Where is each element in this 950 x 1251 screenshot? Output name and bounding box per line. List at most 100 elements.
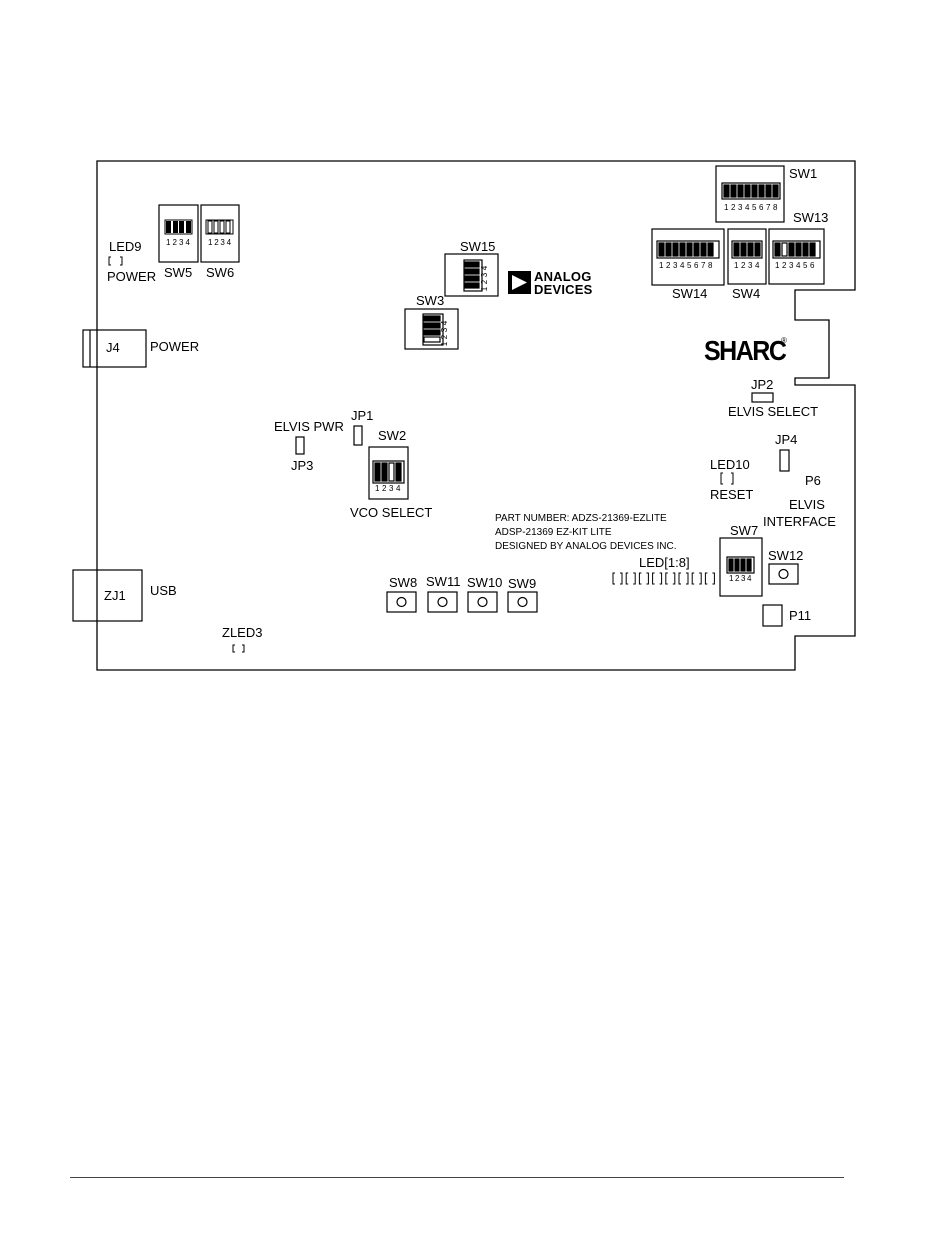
sw15-label: SW15	[460, 239, 496, 254]
jp2-label: JP2	[751, 377, 774, 392]
dip-position-number: 7	[701, 261, 706, 270]
dip-position-number: 1	[734, 261, 739, 270]
led-bank-indicators	[612, 572, 715, 585]
led10-indicator	[720, 472, 734, 485]
reset-label: RESET	[710, 487, 754, 502]
dip-position-number: 1	[375, 484, 380, 493]
sw4-label: SW4	[732, 286, 761, 301]
zled3-label: ZLED3	[222, 625, 263, 640]
designed-by-line: DESIGNED BY ANALOG DEVICES INC.	[495, 541, 677, 552]
p6-label: P6	[805, 473, 821, 488]
dip-position-number: 1	[775, 261, 780, 270]
sw11-push-button	[427, 591, 458, 613]
sw10-push-button	[467, 591, 498, 613]
dip-position-number: 8	[708, 261, 713, 270]
dip-position-number: 4	[796, 261, 801, 270]
dip-position-number: 2	[172, 238, 177, 247]
sw12-label: SW12	[768, 548, 804, 563]
dip-position-number: 4	[185, 238, 190, 247]
sw2-dip-switch	[368, 446, 409, 500]
dip-position-number: 8	[773, 203, 778, 212]
devices-word: DEVICES	[534, 282, 593, 297]
analog-devices-logo-mark	[508, 271, 531, 294]
led-bank-led	[638, 572, 649, 585]
sw6-label: SW6	[206, 265, 235, 280]
sw9-push-button	[507, 591, 538, 613]
elvis-select-label: ELVIS SELECT	[728, 404, 819, 419]
dip-position-number: 2	[735, 574, 740, 583]
jp2-jumper	[751, 392, 774, 403]
sw2-label: SW2	[378, 428, 407, 443]
dip-position-number: 2	[480, 279, 490, 285]
dip-position-number: 1	[208, 238, 213, 247]
dip-position-number: 3	[738, 203, 743, 212]
zj1-usb-connector	[72, 569, 143, 622]
j4-power-jack	[82, 329, 147, 368]
dip-position-number: 6	[810, 261, 815, 270]
led-bank-led	[612, 572, 623, 585]
dip-position-number: 7	[766, 203, 771, 212]
sw5-dip-switch	[158, 204, 199, 263]
led-bank-label: LED[1:8]	[639, 555, 690, 570]
sw3-label: SW3	[416, 293, 445, 308]
analog-word: ANALOG	[534, 269, 592, 284]
dip-position-number: 5	[687, 261, 692, 270]
registered-mark: ®	[781, 336, 787, 345]
part-number-line: PART NUMBER: ADZS-21369-EZLITE	[495, 513, 667, 524]
sw13-dip-switch	[768, 228, 825, 285]
sw4-dip-switch	[727, 228, 767, 285]
dip-position-number: 3	[220, 238, 225, 247]
dip-position-number: 6	[759, 203, 764, 212]
sw1-dip-switch	[715, 165, 785, 223]
power-label: POWER	[150, 339, 200, 354]
dip-position-number: 2	[440, 334, 450, 340]
dip-position-number: 4	[440, 320, 450, 326]
jp1-label: JP1	[351, 408, 374, 423]
jp3-jumper	[295, 436, 305, 455]
dip-position-number: 4	[745, 203, 750, 212]
sw1-label: SW1	[789, 166, 818, 181]
interface-label: INTERFACE	[763, 514, 836, 529]
dip-position-number: 3	[741, 574, 746, 583]
dip-position-number: 5	[803, 261, 808, 270]
led-bank-led	[625, 572, 636, 585]
page-footer-rule	[70, 1177, 844, 1178]
led-bank-led	[691, 572, 702, 585]
sw14-label: SW14	[672, 286, 708, 301]
sw5-label: SW5	[164, 265, 193, 280]
dip-position-number: 4	[755, 261, 760, 270]
dip-position-number: 2	[666, 261, 671, 270]
led10-label: LED10	[710, 457, 750, 472]
sw8-label: SW8	[389, 575, 418, 590]
led-bank-led	[665, 572, 676, 585]
dip-position-number: 1	[166, 238, 171, 247]
dip-position-number: 4	[680, 261, 685, 270]
led9-indicator	[108, 256, 123, 266]
sw11-label: SW11	[426, 574, 461, 589]
led9-power-label: POWER	[107, 269, 157, 284]
jp4-jumper	[779, 449, 790, 472]
dip-position-number: 5	[752, 203, 757, 212]
dip-position-number: 3	[480, 272, 490, 278]
zj1-label: ZJ1	[104, 588, 126, 603]
elvis-pwr-label: ELVIS PWR	[274, 419, 344, 434]
dip-position-number: 2	[731, 203, 736, 212]
sw7-label: SW7	[730, 523, 759, 538]
zled3-indicator	[232, 644, 245, 653]
dip-position-number: 2	[382, 484, 387, 493]
sw7-dip-switch	[719, 537, 763, 597]
usb-label: USB	[150, 583, 177, 598]
led-bank-led	[652, 572, 663, 585]
dip-position-number: 1	[480, 286, 490, 292]
dip-position-number: 2	[741, 261, 746, 270]
dip-position-number: 1	[729, 574, 734, 583]
dip-position-number: 3	[789, 261, 794, 270]
dip-position-number: 4	[396, 484, 401, 493]
led-bank-led	[704, 572, 715, 585]
sw10-label: SW10	[467, 575, 503, 590]
jp3-label: JP3	[291, 458, 314, 473]
dip-position-number: 1	[724, 203, 729, 212]
vco-select-label: VCO SELECT	[350, 505, 433, 520]
